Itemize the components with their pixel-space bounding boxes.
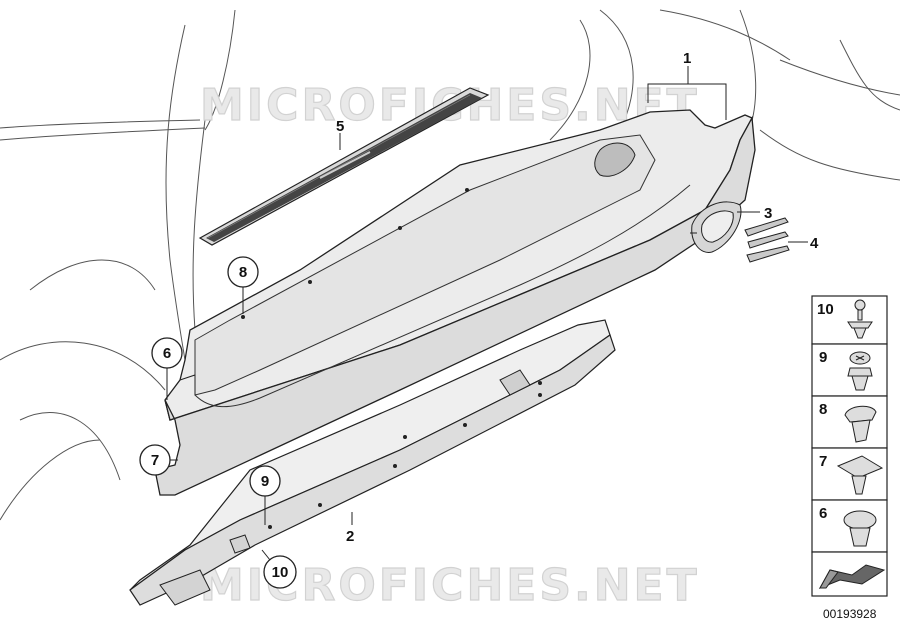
document-number: 00193928 [823, 607, 877, 621]
screw-grommet-icon [847, 351, 873, 391]
callout-4: 4 [810, 235, 819, 252]
svg-text:5: 5 [336, 118, 344, 135]
svg-text:8: 8 [239, 264, 247, 281]
callout-5: 5 [336, 118, 344, 135]
svg-text:8: 8 [819, 401, 827, 418]
part-3-cover [690, 201, 742, 253]
part-2-rail [129, 319, 616, 606]
svg-text:6: 6 [163, 345, 171, 362]
svg-text:7: 7 [819, 453, 827, 470]
svg-text:4: 4 [810, 235, 819, 252]
round-head-clip-icon [843, 510, 877, 547]
callout-9: 9 [249, 465, 281, 497]
svg-text:7: 7 [151, 452, 159, 469]
svg-text:2: 2 [346, 528, 354, 545]
watermark-bottom: MICROFICHES.NET [200, 560, 700, 611]
callout-2: 2 [346, 528, 354, 545]
direction-arrow-icon [818, 564, 886, 589]
callout-1: 1 [683, 50, 691, 67]
legend-item-10: 10 [811, 295, 888, 345]
part-4-clips [744, 217, 790, 263]
legend-item-8: 8 [811, 395, 888, 449]
callout-6: 6 [151, 337, 183, 369]
legend-item-6: 6 [811, 499, 888, 553]
svg-text:10: 10 [817, 301, 834, 318]
svg-text:1: 1 [683, 50, 691, 67]
svg-text:10: 10 [272, 564, 289, 581]
callout-8: 8 [227, 256, 259, 288]
callout-10: 10 [263, 555, 297, 589]
legend-footer [811, 551, 888, 597]
svg-text:6: 6 [819, 505, 827, 522]
legend-item-9: 9 [811, 343, 888, 397]
fastener-legend: 10 9 8 [811, 295, 888, 597]
svg-text:9: 9 [819, 349, 827, 366]
part-1-side-sill [154, 109, 756, 496]
part-5-sill-strip [198, 87, 490, 246]
svg-text:9: 9 [261, 473, 269, 490]
legend-item-7: 7 [811, 447, 888, 501]
callout-7: 7 [139, 444, 171, 476]
svg-text:3: 3 [764, 205, 772, 222]
push-clip-icon [844, 405, 877, 443]
flat-head-clip-icon [836, 455, 884, 495]
callout-3: 3 [764, 205, 772, 222]
expanding-rivet-icon [847, 299, 873, 339]
